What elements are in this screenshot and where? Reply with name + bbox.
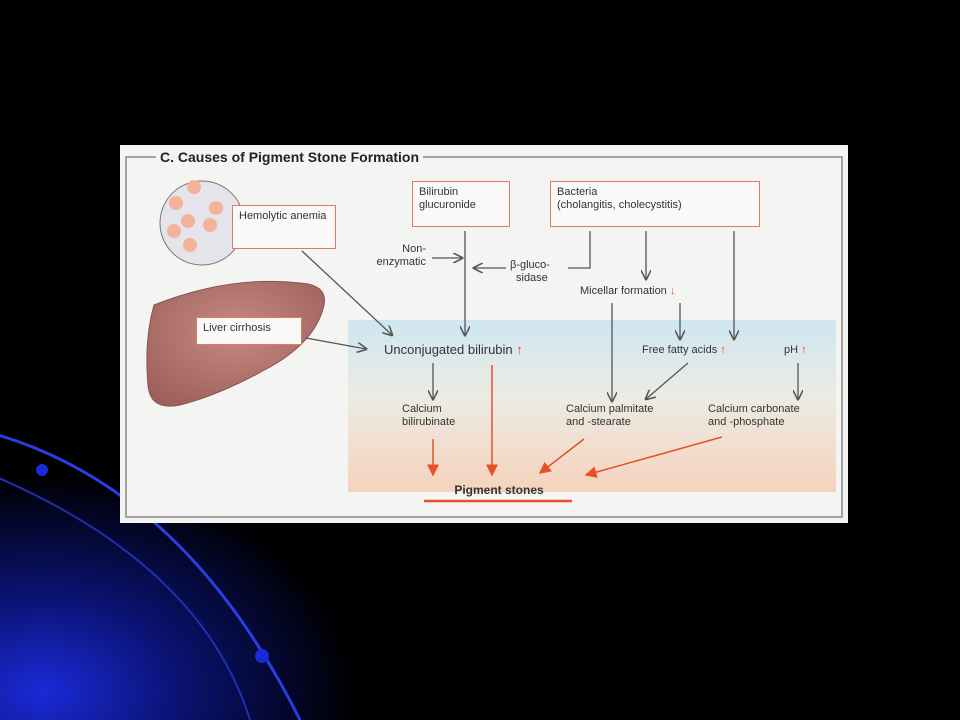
down-arrow-indicator: ↓ — [669, 285, 676, 297]
arrow-ffa-to-palmitate — [646, 362, 689, 399]
arrow-liver-to-unconj — [305, 337, 366, 349]
pigment-stones-label: Pigment stones — [454, 483, 544, 497]
bacteria-box: Bacteria (cholangitis, cholecystitis) — [550, 181, 760, 227]
arrow-carbonate-to-stones — [584, 436, 723, 478]
ph-label: pH — [784, 344, 799, 356]
beta-gluco-line1: β-gluco- — [510, 259, 550, 271]
decorative-dot-1 — [36, 464, 48, 476]
unconjugated-bilirubin-label: Unconjugated bilirubin — [384, 342, 513, 357]
beta-gluco-line2: sidase — [516, 272, 548, 284]
free-fatty-acids-node: Free fatty acids ↑ — [642, 344, 726, 357]
hemolytic-anemia-label: Hemolytic anemia — [239, 210, 327, 222]
calcium-palmitate-line1: Calcium palmitate — [566, 403, 654, 415]
pigment-stone-diagram: C. Causes of Pigment Stone Formation Hem… — [120, 145, 848, 523]
figure-title: C. Causes of Pigment Stone Formation — [156, 149, 424, 165]
bilirubin-glucuronide-box: Bilirubin glucuronide — [412, 181, 510, 227]
calcium-bilirubinate-line1: Calcium — [402, 403, 442, 415]
micellar-formation-node: Micellar formation ↓ — [580, 285, 675, 298]
beta-glucosidase-label: β-gluco- sidase — [510, 259, 550, 285]
hemolytic-anemia-box: Hemolytic anemia — [232, 205, 336, 249]
calcium-palmitate-line2: and -stearate — [566, 416, 631, 428]
calcium-palmitate-node: Calcium palmitate and -stearate — [566, 403, 653, 429]
bacteria-label: Bacteria — [557, 186, 598, 198]
bacteria-causes-label: (cholangitis, cholecystitis) — [557, 199, 682, 211]
up-arrow-indicator: ↑ — [801, 344, 807, 356]
non-enzymatic-line1: Non- — [402, 243, 426, 255]
calcium-carbonate-line1: Calcium carbonate — [708, 403, 800, 415]
calcium-carbonate-node: Calcium carbonate and -phosphate — [708, 403, 800, 429]
reaction-band — [348, 320, 836, 492]
micellar-formation-label: Micellar formation — [580, 285, 667, 297]
non-enzymatic-line2: enzymatic — [376, 256, 426, 268]
calcium-bilirubinate-line2: bilirubinate — [402, 416, 456, 428]
red-blood-cells-illustration — [159, 180, 245, 266]
calcium-bilirubinate-node: Calcium bilirubinate — [402, 403, 455, 429]
decorative-dot-2 — [255, 649, 269, 663]
arrow-hemolytic-to-unconj — [301, 250, 392, 335]
up-arrow-indicator: ↑ — [720, 344, 726, 356]
ph-node: pH ↑ — [784, 344, 807, 357]
liver-cirrhosis-label: Liver cirrhosis — [203, 322, 271, 334]
non-enzymatic-label: Non- enzymatic — [360, 243, 426, 269]
arrow-palmitate-to-stones — [538, 438, 585, 474]
line-bacteria-to-beta — [568, 231, 591, 269]
free-fatty-acids-label: Free fatty acids — [642, 344, 718, 356]
decorative-arc-2 — [0, 477, 251, 720]
liver-cirrhosis-box: Liver cirrhosis — [196, 317, 302, 345]
unconjugated-bilirubin-node: Unconjugated bilirubin ↑ — [384, 343, 523, 356]
figure-frame — [125, 156, 843, 518]
bilirubin-glucuronide-label: Bilirubin glucuronide — [419, 186, 476, 211]
calcium-carbonate-line2: and -phosphate — [708, 416, 785, 428]
up-arrow-indicator: ↑ — [516, 342, 523, 357]
